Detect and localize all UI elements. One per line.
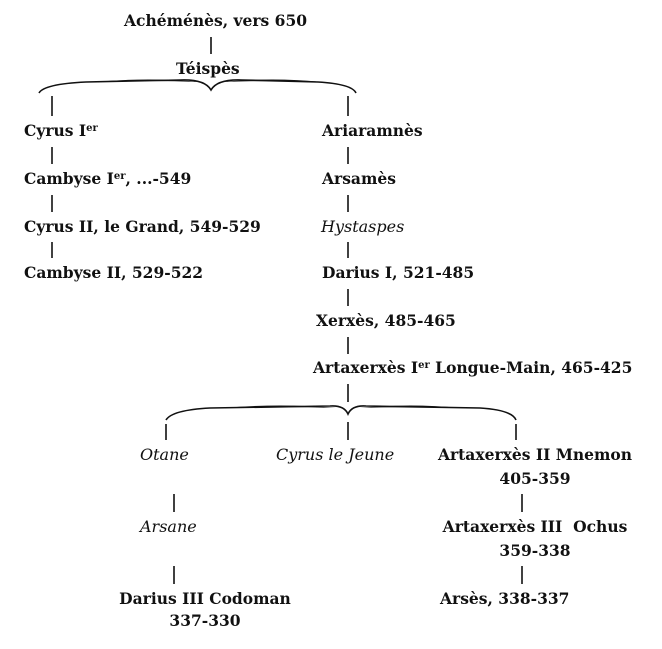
node-arsames: Arsamès [322, 169, 396, 188]
node-cyrus1-name: Cyrus I [24, 121, 87, 140]
node-darius1: Darius I, 521-485 [322, 263, 475, 282]
node-otane: Otane [140, 445, 189, 464]
node-artax2-line2: 405-359 [499, 469, 571, 488]
node-cyrus2: Cyrus II, le Grand, 549-529 [24, 217, 261, 236]
node-artax1-rest: Longue-Main, 465-425 [429, 358, 633, 377]
node-cambyse2: Cambyse II, 529-522 [24, 263, 204, 282]
node-teispes: Téispès [176, 59, 240, 78]
node-artax2-line1: Artaxerxès II Mnemon [437, 445, 633, 464]
node-cambyse1-name: Cambyse I [24, 169, 114, 188]
node-artax3: Artaxerxès III Ochus 359-338 [432, 518, 638, 560]
node-darius3: Darius III Codoman 337-330 [100, 590, 310, 630]
brace-teispes-thick-left [95, 79, 200, 82]
node-darius3-line1: Darius III Codoman [119, 589, 291, 608]
node-arsane: Arsane [140, 517, 197, 536]
node-arses: Arsès, 338-337 [440, 589, 570, 608]
brace-artaxerxes [165, 405, 517, 421]
node-achemenes: Achéménès, vers 650 [124, 11, 308, 30]
brace-teispes [38, 79, 357, 94]
node-cyrus1-sup: er [86, 123, 98, 134]
node-artax1: Artaxerxès Ier Longue-Main, 465-425 [313, 359, 632, 377]
node-cambyse1-dates: , ...-549 [125, 169, 192, 188]
node-artax3-line2: 359-338 [499, 541, 571, 560]
node-ariaramnes: Ariaramnès [322, 121, 423, 140]
node-cambyse1: Cambyse Ier, ...-549 [24, 170, 191, 188]
node-artax1-sup: er [418, 360, 430, 371]
brace-teispes-thick-right [222, 79, 322, 82]
node-hystaspes: Hystaspes [321, 217, 405, 236]
node-artax2: Artaxerxès II Mnemon 405-359 [432, 446, 638, 488]
node-cambyse1-sup: er [113, 171, 126, 182]
brace-artaxerxes-thick-right [360, 405, 460, 408]
node-cyrus-jeune: Cyrus le Jeune [276, 445, 395, 464]
brace-artaxerxes-thick-left [225, 405, 336, 408]
node-cyrus1: Cyrus Ier [24, 122, 98, 140]
node-artax1-name: Artaxerxès I [313, 358, 419, 377]
node-xerxes: Xerxès, 485-465 [316, 311, 456, 330]
node-artax3-line1: Artaxerxès III Ochus [442, 517, 628, 536]
node-darius3-line2: 337-330 [169, 611, 241, 630]
